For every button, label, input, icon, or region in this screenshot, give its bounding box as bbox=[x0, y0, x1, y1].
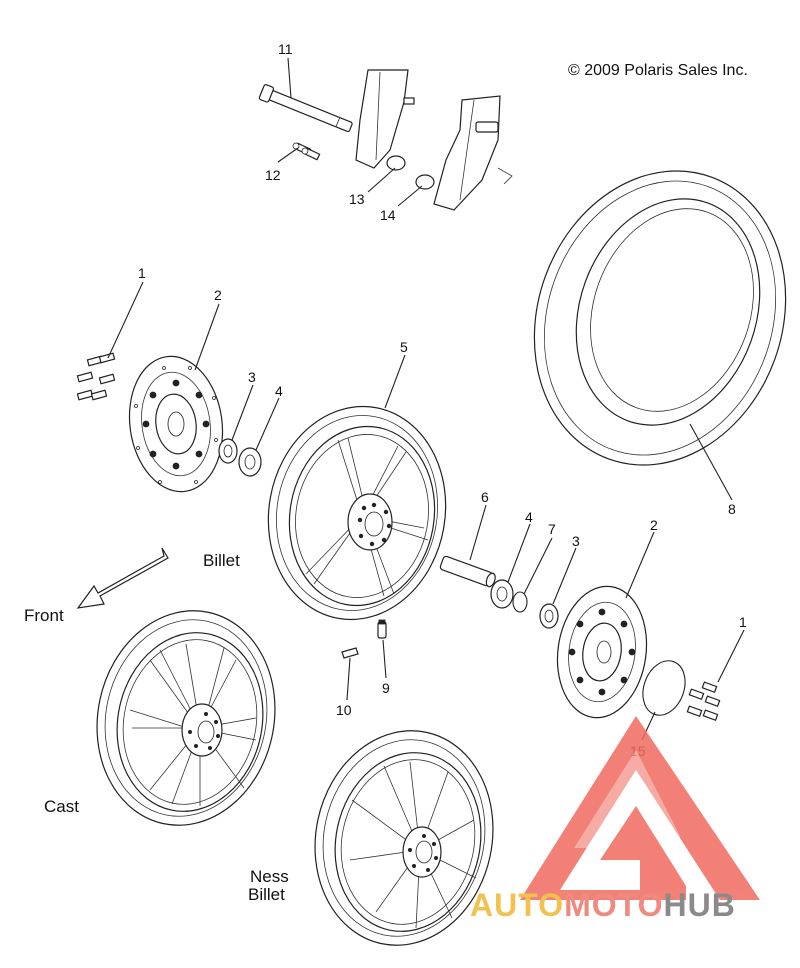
callout-6: 6 bbox=[481, 489, 489, 505]
callout-10: 10 bbox=[336, 702, 352, 718]
callout-3-right: 3 bbox=[572, 533, 580, 549]
callout-2-right: 2 bbox=[650, 517, 658, 533]
cast-wheel-part bbox=[96, 610, 276, 826]
ness-billet-wheel-part bbox=[314, 730, 494, 946]
callout-4-right: 4 bbox=[525, 509, 533, 525]
axle-bolts-part bbox=[292, 142, 321, 161]
label-ness: Ness bbox=[250, 867, 289, 886]
automotohub-watermark-logo bbox=[520, 716, 760, 900]
spacer-13-part bbox=[386, 155, 406, 171]
callout-14: 14 bbox=[380, 207, 396, 223]
balance-weight-part: 10 bbox=[336, 647, 359, 718]
callout-8: 8 bbox=[728, 501, 736, 517]
spacer-6-part bbox=[439, 555, 496, 588]
callout-13: 13 bbox=[349, 191, 365, 207]
axle-part bbox=[258, 84, 353, 133]
label-cast: Cast bbox=[44, 797, 79, 816]
label-ness-billet: Billet bbox=[248, 885, 285, 904]
front-arrow-icon bbox=[76, 547, 169, 609]
callout-9: 9 bbox=[382, 680, 390, 696]
fork-leg-right bbox=[433, 95, 501, 211]
valve-part: 9 bbox=[377, 619, 390, 696]
copyright-text: © 2009 Polaris Sales Inc. bbox=[568, 62, 748, 79]
callout-1-left: 1 bbox=[138, 265, 146, 281]
brake-disc-left bbox=[128, 355, 224, 493]
callout-7: 7 bbox=[548, 521, 556, 537]
right-hub-parts: 6 4 7 3 bbox=[439, 489, 580, 629]
callout-11: 11 bbox=[278, 41, 293, 57]
right-brake-group: 2 15 1 bbox=[556, 517, 747, 759]
watermark-text: AUTOMOTOHUB bbox=[470, 887, 736, 923]
label-billet: Billet bbox=[203, 551, 240, 570]
callout-5: 5 bbox=[400, 339, 408, 355]
left-brake-group: 1 2 3 bbox=[76, 265, 283, 493]
billet-wheel-part: 5 bbox=[267, 339, 447, 621]
snap-ring bbox=[512, 591, 528, 613]
watermark-auto: AUTO bbox=[470, 887, 564, 923]
fork-leg-left bbox=[355, 69, 409, 169]
watermark-moto: MOTO bbox=[564, 887, 663, 923]
callout-2-left: 2 bbox=[214, 287, 222, 303]
callout-3-left: 3 bbox=[248, 369, 256, 385]
callout-1-right: 1 bbox=[739, 614, 747, 630]
rotor-bolts-right bbox=[686, 681, 721, 721]
spacer-14-part bbox=[415, 174, 435, 190]
label-front: Front bbox=[24, 606, 64, 625]
callout-4-left: 4 bbox=[275, 383, 283, 399]
axle-fork-assembly: 11 12 13 14 bbox=[258, 41, 513, 223]
watermark-hub: HUB bbox=[663, 887, 735, 923]
rotor-bolts-left bbox=[76, 352, 116, 401]
tire-part: 8 bbox=[533, 170, 787, 517]
callout-12: 12 bbox=[265, 167, 281, 183]
